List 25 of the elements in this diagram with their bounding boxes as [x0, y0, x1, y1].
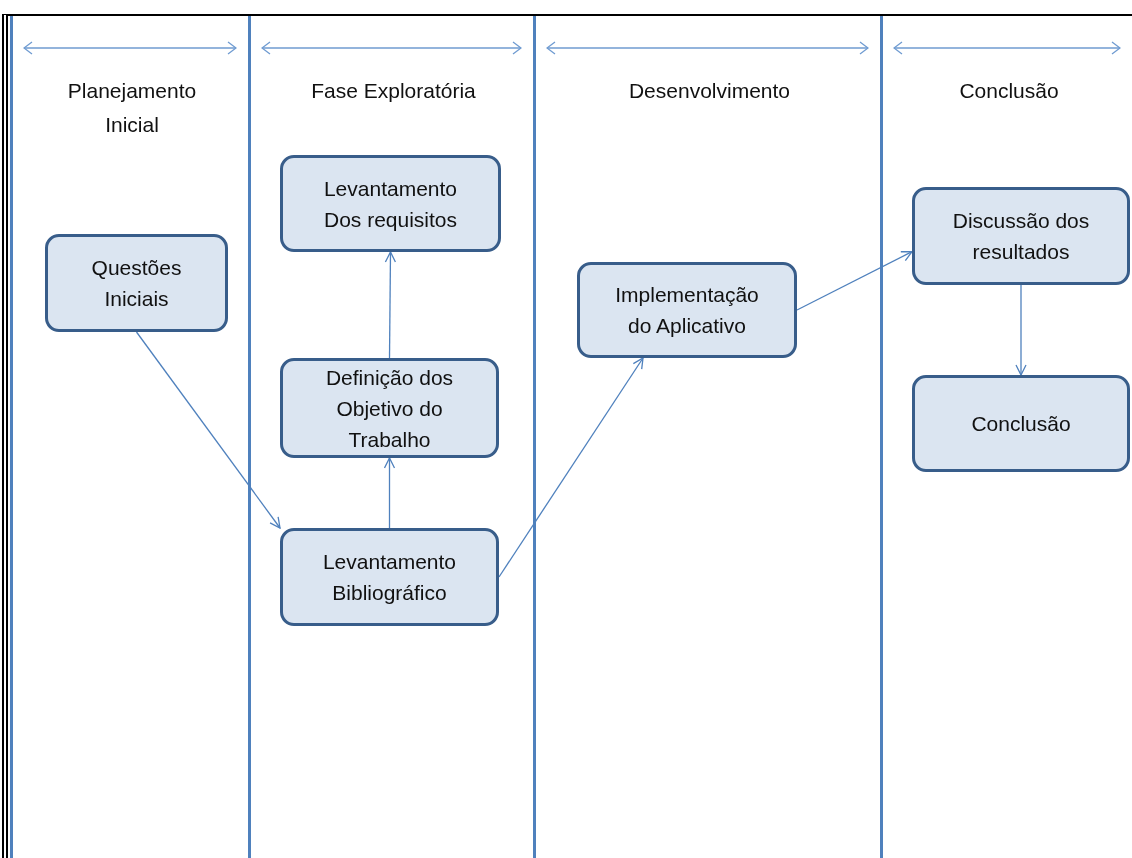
process-box [45, 234, 228, 332]
process-text: Levantamento Dos requisitos [322, 175, 459, 233]
process-text: Definição dos Objetivo do Trabalho [324, 364, 455, 453]
arrow [1015, 284, 1027, 376]
lane-title: Fase Exploratória [310, 78, 477, 104]
arrow [796, 251, 913, 311]
arrow [384, 251, 397, 359]
process-box [912, 375, 1130, 472]
lane-title: Conclusão [958, 78, 1060, 104]
process-box [912, 187, 1130, 285]
process-box [280, 528, 499, 626]
process-text: Implementação do Aplicativo [614, 282, 760, 339]
process-text: Questões Iniciais [90, 255, 183, 312]
swimlane [880, 16, 1132, 858]
process-box [280, 358, 499, 458]
process-text: Discussão dos resultados [951, 208, 1091, 265]
arrow [135, 331, 281, 529]
process-box [577, 262, 797, 358]
process-box [280, 155, 501, 252]
process-text: Levantamento Bibliográfico [321, 549, 458, 606]
process-text: Conclusão [970, 411, 1072, 437]
lane-title: Planejamento Inicial [66, 78, 198, 138]
lane-title: Desenvolvimento [627, 78, 792, 104]
arrow [383, 457, 396, 529]
arrow [498, 357, 644, 578]
